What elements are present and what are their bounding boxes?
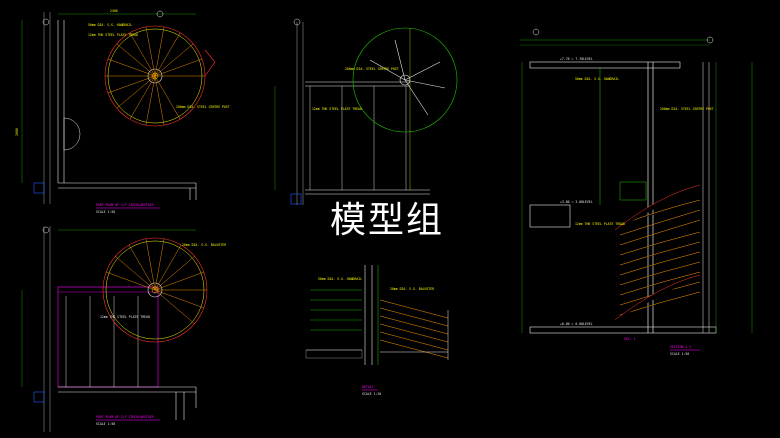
detail-scale: SCALE 1:20 <box>362 392 381 396</box>
detail-note-1: 50mm DIA. S.S. HANDRAIL <box>318 277 362 281</box>
detail-section-drawing: 50mm DIA. S.S. HANDRAIL 20mm DIA. S.S. B… <box>305 265 449 396</box>
section-right-drawing: +7.70 = 7.70LEVEL +3.80 = 3.80LEVEL +0.0… <box>520 28 753 356</box>
detail-title: DETAIL <box>362 385 374 389</box>
section-scale: SCALE 1:50 <box>670 352 689 356</box>
watermark-text: 模型组 <box>330 200 444 241</box>
plan-bottom-note-1: 20mm DIA. S.S. BALUSTER <box>182 243 226 247</box>
plan-bottom-note-2: 12mm THK STEEL PLATE TREAD <box>100 315 150 319</box>
plan-top-scale: SCALE 1:50 <box>96 210 115 214</box>
plan-mid-note-2: 12mm THK STEEL PLATE TREAD <box>312 107 362 111</box>
detail-note-2: 20mm DIA. S.S. BALUSTER <box>390 287 434 291</box>
level-top: +7.70 = 7.70LEVEL <box>560 57 593 61</box>
plan-mid-note-1: 200mm DIA. STEEL CENTRE POST <box>345 67 399 71</box>
plan-top-note-1: 50mm DIA. S.S. HANDRAIL <box>88 23 132 27</box>
section-note-2: 200mm DIA. STEEL CENTRE POST <box>660 107 714 111</box>
plan-mid-drawing: 200mm DIA. STEEL CENTRE POST 12mm THK ST… <box>274 18 458 205</box>
plan-bottom-scale: SCALE 1:50 <box>96 422 115 426</box>
plan-top-note-3: 200mm DIA. STEEL CENTRE POST <box>176 105 230 109</box>
section-note-1: 50mm DIA. S.S. HANDRAIL <box>575 77 619 81</box>
section-note-3: 12mm THK STEEL PLATE TREAD <box>575 222 625 226</box>
plan-bottom-title: PART PLAN OF 2/F CIRCULARSTAIR <box>96 415 154 419</box>
plan-top-drawing: 2000 2400 50mm DIA. S.S. HANDRAIL 12mm T… <box>15 9 230 214</box>
plan-top-title: PART PLAN OF 1/F CIRCULARSTAIR <box>96 203 154 207</box>
plan-top-note-2: 12mm THK STEEL PLATE TREAD <box>88 33 138 37</box>
section-cut-label: SEC. 1 <box>624 337 636 341</box>
plan-bottom-drawing: 20mm DIA. S.S. BALUSTER 12mm THK STEEL P… <box>21 226 226 432</box>
svg-text:2400: 2400 <box>110 9 118 13</box>
section-title: SECTION 1-1 <box>670 345 691 349</box>
level-bottom: +0.00 = 0.00LEVEL <box>560 322 593 326</box>
svg-text:2000: 2000 <box>15 128 19 136</box>
level-mid: +3.80 = 3.80LEVEL <box>560 200 593 204</box>
